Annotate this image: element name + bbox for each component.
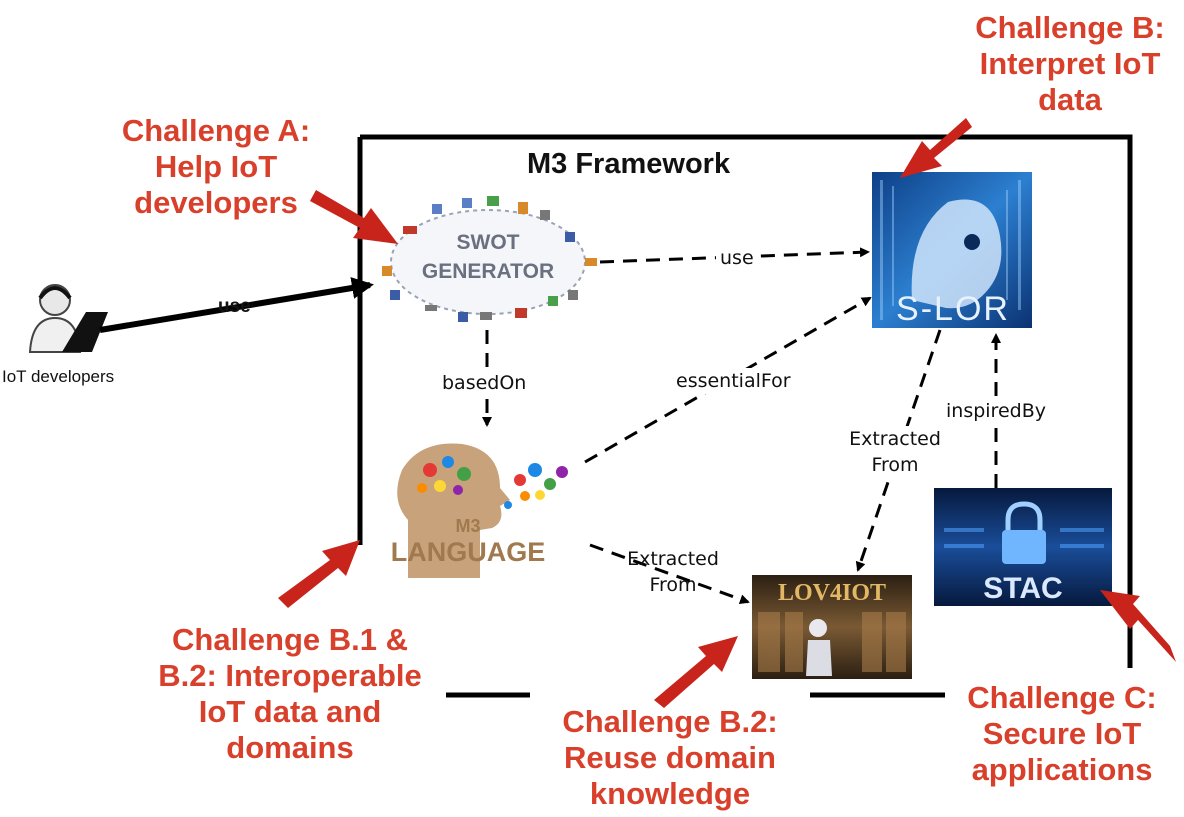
challenge-c-arrow — [1100, 590, 1176, 662]
challenge-b-arrow — [900, 118, 972, 178]
challenge-b12: Challenge B.1 & B.2: Interoperable IoT d… — [158, 622, 422, 765]
m3-label: M3 — [455, 516, 481, 536]
edge-extracted-from-m3 — [589, 543, 750, 604]
challenge-b2: Challenge B.2: Reuse domain knowledge — [562, 704, 778, 811]
framework-title: M3 Framework — [527, 148, 731, 180]
challenge-b: Challenge B: Interpret IoT data — [975, 10, 1165, 117]
lov4iot-label: LOV4IOT — [777, 580, 887, 606]
challenge-b12-arrow — [278, 540, 360, 608]
edge-label-dev-use: use — [218, 296, 251, 317]
swot-generator-node: SWOT GENERATOR — [410, 228, 566, 286]
developer-icon — [28, 284, 108, 353]
slor-label: S-LOR — [896, 290, 1010, 328]
challenge-c: Challenge C: Secure IoT applications — [967, 680, 1157, 787]
challenge-a: Challenge A: Help IoT developers — [121, 113, 311, 220]
language-label: LANGUAGE — [390, 537, 546, 567]
challenge-b2-arrow — [654, 636, 738, 708]
m3-language-node: M3 LANGUAGE — [380, 516, 556, 568]
edge-dev-use — [99, 277, 374, 333]
stac-image — [934, 488, 1112, 606]
edge-label-inspired-by: inspiredBy — [942, 398, 1050, 424]
edge-label-based-on: basedOn — [438, 370, 531, 396]
swot-label: SWOT — [456, 231, 520, 254]
edge-label-swot-use: use — [716, 245, 758, 271]
edge-label-extracted-from-slor: Extracted From — [838, 426, 952, 478]
slor-image — [872, 172, 1032, 328]
generator-label: GENERATOR — [421, 260, 555, 283]
challenge-a-arrow — [310, 190, 398, 244]
lov4iot-image — [752, 575, 912, 679]
edge-label-essential-for: essentialFor — [672, 368, 795, 394]
framework-frame — [357, 134, 1133, 698]
m3-language-icon — [397, 443, 568, 578]
swot-generator-icon — [382, 196, 597, 322]
edge-label-extracted-from-m3: Extracted From — [627, 548, 719, 596]
developers-label: IoT developers — [2, 367, 115, 386]
stac-label: STAC — [983, 572, 1063, 605]
